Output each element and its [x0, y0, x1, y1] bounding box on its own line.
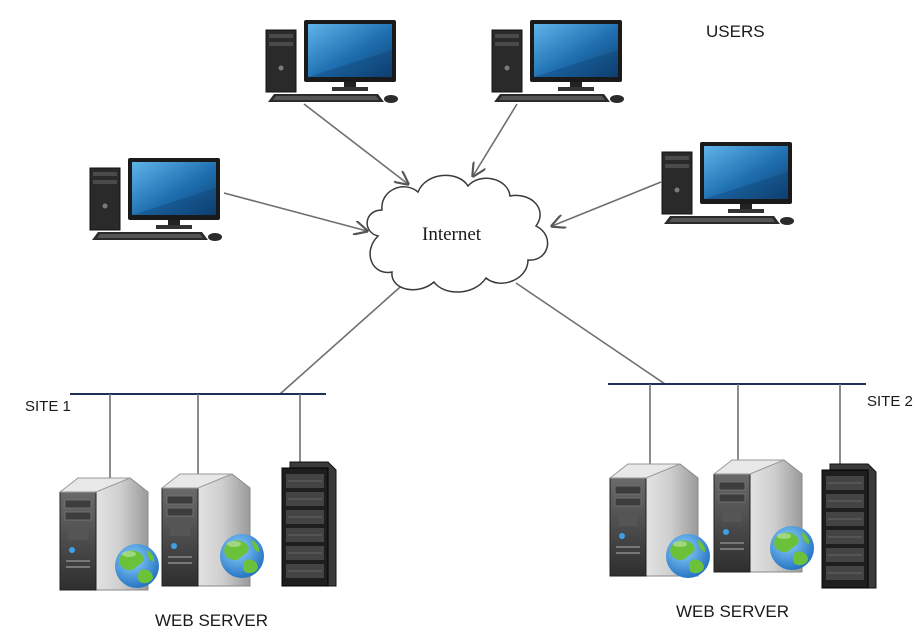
site-2-network	[608, 383, 866, 470]
internet-label: Internet	[422, 224, 482, 245]
rack-server-icon	[281, 461, 337, 587]
desktop-computer-icon	[265, 19, 399, 104]
desktop-computer-icon	[491, 19, 625, 104]
connection-user-4	[552, 181, 662, 226]
globe-icon	[115, 544, 159, 588]
desktop-computer-icon	[89, 157, 223, 242]
site-connections	[279, 279, 666, 395]
desktop-computer-icon	[661, 141, 795, 226]
site-1-label: SITE 1	[25, 398, 71, 415]
connection-site-1	[279, 279, 409, 395]
connection-user-1	[303, 103, 408, 184]
site-1-network	[70, 393, 326, 484]
web-server-2-label: WEB SERVER	[676, 602, 790, 621]
globe-icon	[666, 534, 710, 578]
connection-user-3	[223, 192, 367, 231]
internet-cloud-icon	[366, 174, 549, 293]
rack-server-icon	[821, 463, 877, 589]
globe-icon	[770, 526, 814, 570]
connection-site-2	[515, 282, 666, 385]
connection-user-2	[473, 103, 518, 176]
globe-icon	[220, 534, 264, 578]
user-connections	[223, 103, 662, 231]
users-label: USERS	[706, 22, 765, 41]
site-2-label: SITE 2	[867, 393, 913, 410]
web-server-1-label: WEB SERVER	[155, 611, 269, 630]
